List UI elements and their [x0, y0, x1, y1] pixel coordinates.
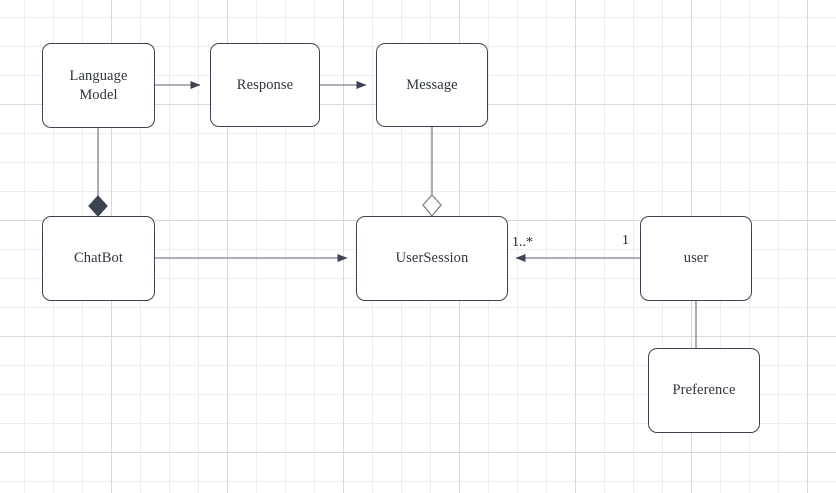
node-label: UserSession: [395, 250, 469, 267]
open-diamond-icon: [422, 194, 442, 218]
filled-diamond-icon: [88, 195, 108, 217]
node-response[interactable]: Response: [210, 43, 320, 127]
node-label: Language Model: [70, 67, 128, 103]
node-preference[interactable]: Preference: [648, 348, 760, 433]
edge-message-to-usersession: [422, 127, 442, 218]
node-label-line1: Language: [69, 68, 128, 85]
node-chatbot[interactable]: ChatBot: [42, 216, 155, 301]
node-usersession[interactable]: UserSession: [356, 216, 508, 301]
node-label-line2: Model: [79, 86, 118, 103]
node-label: Message: [406, 76, 458, 93]
edge-language-model-to-chatbot: [88, 128, 108, 217]
node-label: ChatBot: [73, 250, 124, 267]
node-user[interactable]: user: [640, 216, 752, 301]
multiplicity-label-user: 1: [622, 233, 629, 248]
multiplicity-label-usersession: 1..*: [512, 235, 533, 250]
node-label: Response: [236, 76, 294, 93]
node-label: Preference: [672, 382, 736, 399]
node-language-model[interactable]: Language Model: [42, 43, 155, 128]
node-message[interactable]: Message: [376, 43, 488, 127]
node-label: user: [683, 250, 709, 267]
